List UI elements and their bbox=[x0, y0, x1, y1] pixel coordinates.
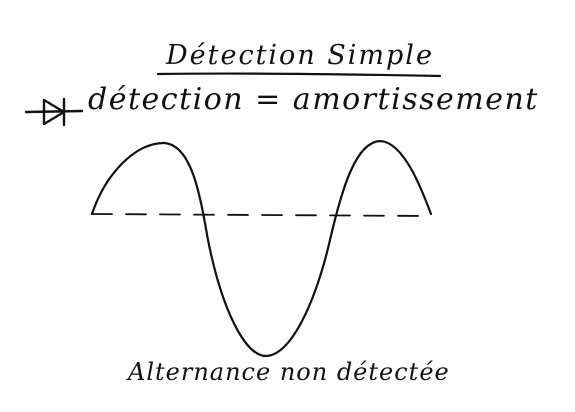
waveform-caption: Alternance non détectée bbox=[128, 358, 450, 386]
diode-icon bbox=[24, 97, 84, 127]
definition-text: détection = amortissement bbox=[88, 82, 539, 117]
page-title: Détection Simple bbox=[166, 40, 434, 71]
title-underline bbox=[156, 72, 442, 78]
waveform-curve bbox=[90, 139, 433, 358]
zero-axis-dashed bbox=[91, 213, 431, 217]
